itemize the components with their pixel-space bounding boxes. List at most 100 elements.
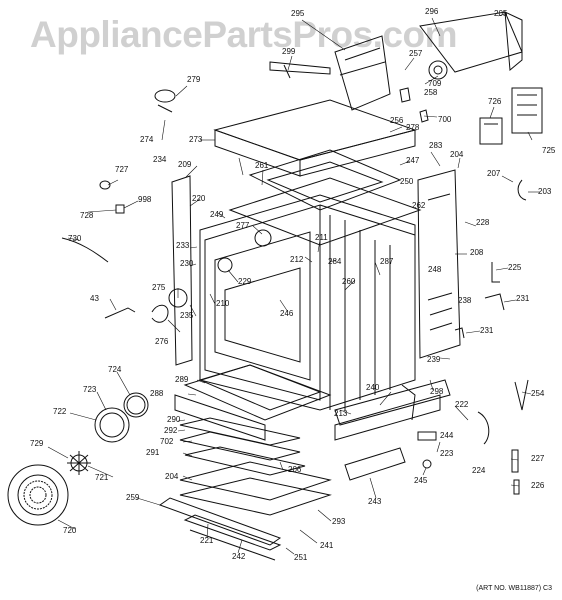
burner-box-part xyxy=(228,149,422,246)
part-label-295: 295 xyxy=(291,9,305,18)
part-label-289: 289 xyxy=(175,375,189,384)
part-label-43: 43 xyxy=(90,294,99,303)
fan-parts xyxy=(67,392,149,475)
part-label-260: 260 xyxy=(342,277,356,286)
part-label-273: 273 xyxy=(189,135,203,144)
part-label-292: 292 xyxy=(164,426,178,435)
part-label-249: 249 xyxy=(210,210,224,219)
part-label-728: 728 xyxy=(80,211,94,220)
part-label-275: 275 xyxy=(152,283,166,292)
part-label-700: 700 xyxy=(438,115,452,124)
part-label-244: 244 xyxy=(440,431,454,440)
part-label-208: 208 xyxy=(470,248,484,257)
part-label-233: 233 xyxy=(176,241,190,250)
part-label-246: 246 xyxy=(280,309,294,318)
bottom-drawer-part xyxy=(158,461,332,561)
part-label-242: 242 xyxy=(232,552,246,561)
flue-duct-part xyxy=(334,35,391,111)
part-label-212: 212 xyxy=(290,255,304,264)
part-label-245: 245 xyxy=(414,476,428,485)
part-label-235: 235 xyxy=(180,311,194,320)
part-label-204a: 204 xyxy=(450,150,464,159)
part-label-243: 243 xyxy=(368,497,382,506)
oven-cavity-part xyxy=(199,194,416,411)
part-label-230: 230 xyxy=(180,259,194,268)
part-label-254: 254 xyxy=(531,389,545,398)
part-label-723: 723 xyxy=(83,385,97,394)
part-label-206: 206 xyxy=(288,465,302,474)
part-label-205: 205 xyxy=(494,9,508,18)
broiler-drawer-part xyxy=(174,364,332,441)
part-label-222: 222 xyxy=(455,400,469,409)
part-label-238: 238 xyxy=(458,296,472,305)
part-label-259: 259 xyxy=(126,493,140,502)
top-bracket-parts xyxy=(269,61,429,123)
oven-top-part xyxy=(213,99,417,177)
part-label-231a: 231 xyxy=(516,294,530,303)
part-label-287: 287 xyxy=(380,257,394,266)
part-label-726: 726 xyxy=(488,97,502,106)
part-label-730: 730 xyxy=(68,234,82,243)
part-label-998: 998 xyxy=(138,195,152,204)
part-label-721: 721 xyxy=(95,473,109,482)
part-label-278: 278 xyxy=(406,123,420,132)
relay-part xyxy=(479,117,503,145)
part-label-204b: 204 xyxy=(165,472,179,481)
part-label-291: 291 xyxy=(146,448,160,457)
part-label-262: 262 xyxy=(412,201,426,210)
part-label-240: 240 xyxy=(366,383,380,392)
part-label-709: 709 xyxy=(428,79,442,88)
part-label-211: 211 xyxy=(315,233,328,242)
small-left-parts xyxy=(61,89,188,323)
part-label-229: 229 xyxy=(238,277,252,286)
part-label-234: 234 xyxy=(153,155,167,164)
part-label-296: 296 xyxy=(425,7,439,16)
part-label-213: 213 xyxy=(334,409,348,418)
part-label-226: 226 xyxy=(531,481,545,490)
control-box-part xyxy=(511,87,543,134)
lower-panel-part xyxy=(179,417,306,476)
part-label-209: 209 xyxy=(178,160,192,169)
part-label-725: 725 xyxy=(542,146,556,155)
part-label-293: 293 xyxy=(332,517,346,526)
art-number: (ART NO. WB11887) C3 xyxy=(476,585,552,592)
part-label-203: 203 xyxy=(538,187,552,196)
part-label-290: 290 xyxy=(167,415,181,424)
part-label-727: 727 xyxy=(115,165,129,174)
part-label-247: 247 xyxy=(406,156,420,165)
part-label-239: 239 xyxy=(427,355,441,364)
part-label-261: 261 xyxy=(255,161,269,170)
part-label-279: 279 xyxy=(187,75,201,84)
part-label-274: 274 xyxy=(140,135,154,144)
part-label-241: 241 xyxy=(320,541,334,550)
part-label-231b: 231 xyxy=(480,326,494,335)
rear-panel-part xyxy=(419,11,523,80)
part-label-288: 288 xyxy=(150,389,164,398)
part-label-729: 729 xyxy=(30,439,44,448)
part-label-276: 276 xyxy=(155,337,169,346)
part-label-702: 702 xyxy=(160,437,174,446)
part-label-257: 257 xyxy=(409,49,423,58)
part-label-298: 298 xyxy=(430,387,444,396)
part-label-258: 258 xyxy=(424,88,438,97)
part-label-248: 248 xyxy=(428,265,442,274)
part-label-722: 722 xyxy=(53,407,67,416)
part-label-224: 224 xyxy=(472,466,486,475)
side-panel-part xyxy=(417,169,461,359)
fan-cover-part xyxy=(7,464,69,526)
part-label-283: 283 xyxy=(429,141,443,150)
part-label-250: 250 xyxy=(400,177,414,186)
part-label-277: 277 xyxy=(236,221,250,230)
part-label-724: 724 xyxy=(108,365,122,374)
part-label-251: 251 xyxy=(294,553,308,562)
part-label-227: 227 xyxy=(531,454,545,463)
part-label-223: 223 xyxy=(440,449,454,458)
part-label-207: 207 xyxy=(487,169,501,178)
watermark: AppliancePartsPros.com xyxy=(30,14,457,55)
part-label-720: 720 xyxy=(63,526,77,535)
part-label-220: 220 xyxy=(192,194,206,203)
part-label-221: 221 xyxy=(200,536,214,545)
left-side-part xyxy=(171,175,193,366)
